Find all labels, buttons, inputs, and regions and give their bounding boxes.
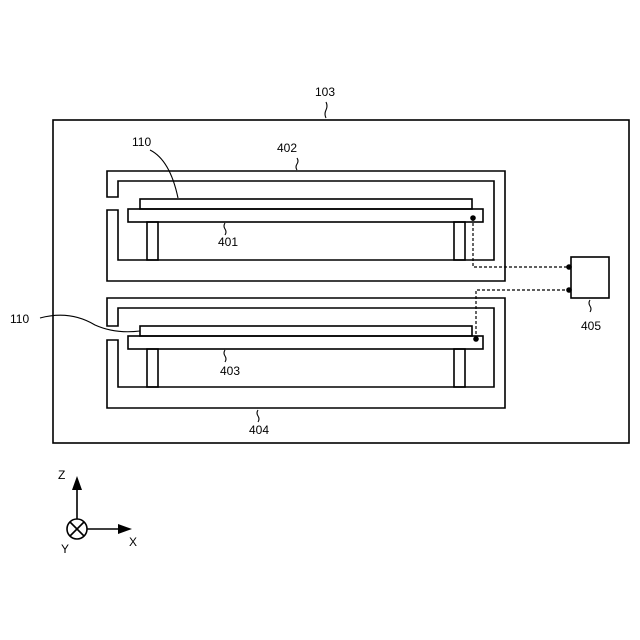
label-lower-substrate: 110 <box>10 312 29 326</box>
lower-substrate-leader <box>40 315 140 332</box>
label-lower-electrode: 403 <box>220 364 240 378</box>
upper-cover-leader <box>296 158 298 170</box>
controller-terminal-bottom <box>566 287 572 293</box>
chamber-leader <box>325 102 327 118</box>
lower-wire-terminal <box>473 336 479 342</box>
lower-support-left <box>147 349 158 387</box>
controller-terminal-top <box>566 264 572 270</box>
upper-electrode-leader <box>224 223 226 235</box>
lower-cover <box>107 298 505 408</box>
upper-substrate-leader <box>150 150 178 198</box>
lower-electrode <box>128 336 483 349</box>
label-upper-substrate: 110 <box>132 135 151 149</box>
axis-label-y: Y <box>61 542 69 556</box>
label-upper-electrode: 401 <box>218 235 238 249</box>
lower-support-right <box>454 349 465 387</box>
lower-electrode-leader <box>224 350 226 362</box>
label-controller: 405 <box>581 319 601 333</box>
upper-substrate <box>140 199 472 209</box>
z-axis-arrowhead <box>72 476 82 490</box>
upper-cover <box>107 171 505 281</box>
upper-electrode <box>128 209 483 222</box>
label-upper-cover: 402 <box>277 141 297 155</box>
lower-cover-leader <box>257 410 259 422</box>
upper-support-left <box>147 222 158 260</box>
axis-label-z: Z <box>58 468 65 482</box>
upper-support-right <box>454 222 465 260</box>
axis-label-x: X <box>129 535 137 549</box>
label-chamber: 103 <box>315 85 335 99</box>
lower-substrate <box>140 326 472 336</box>
upper-wire-terminal <box>470 215 476 221</box>
controller-leader <box>589 300 591 312</box>
label-lower-cover: 404 <box>249 423 269 437</box>
controller-box <box>571 257 609 298</box>
x-axis-arrowhead <box>118 524 132 534</box>
